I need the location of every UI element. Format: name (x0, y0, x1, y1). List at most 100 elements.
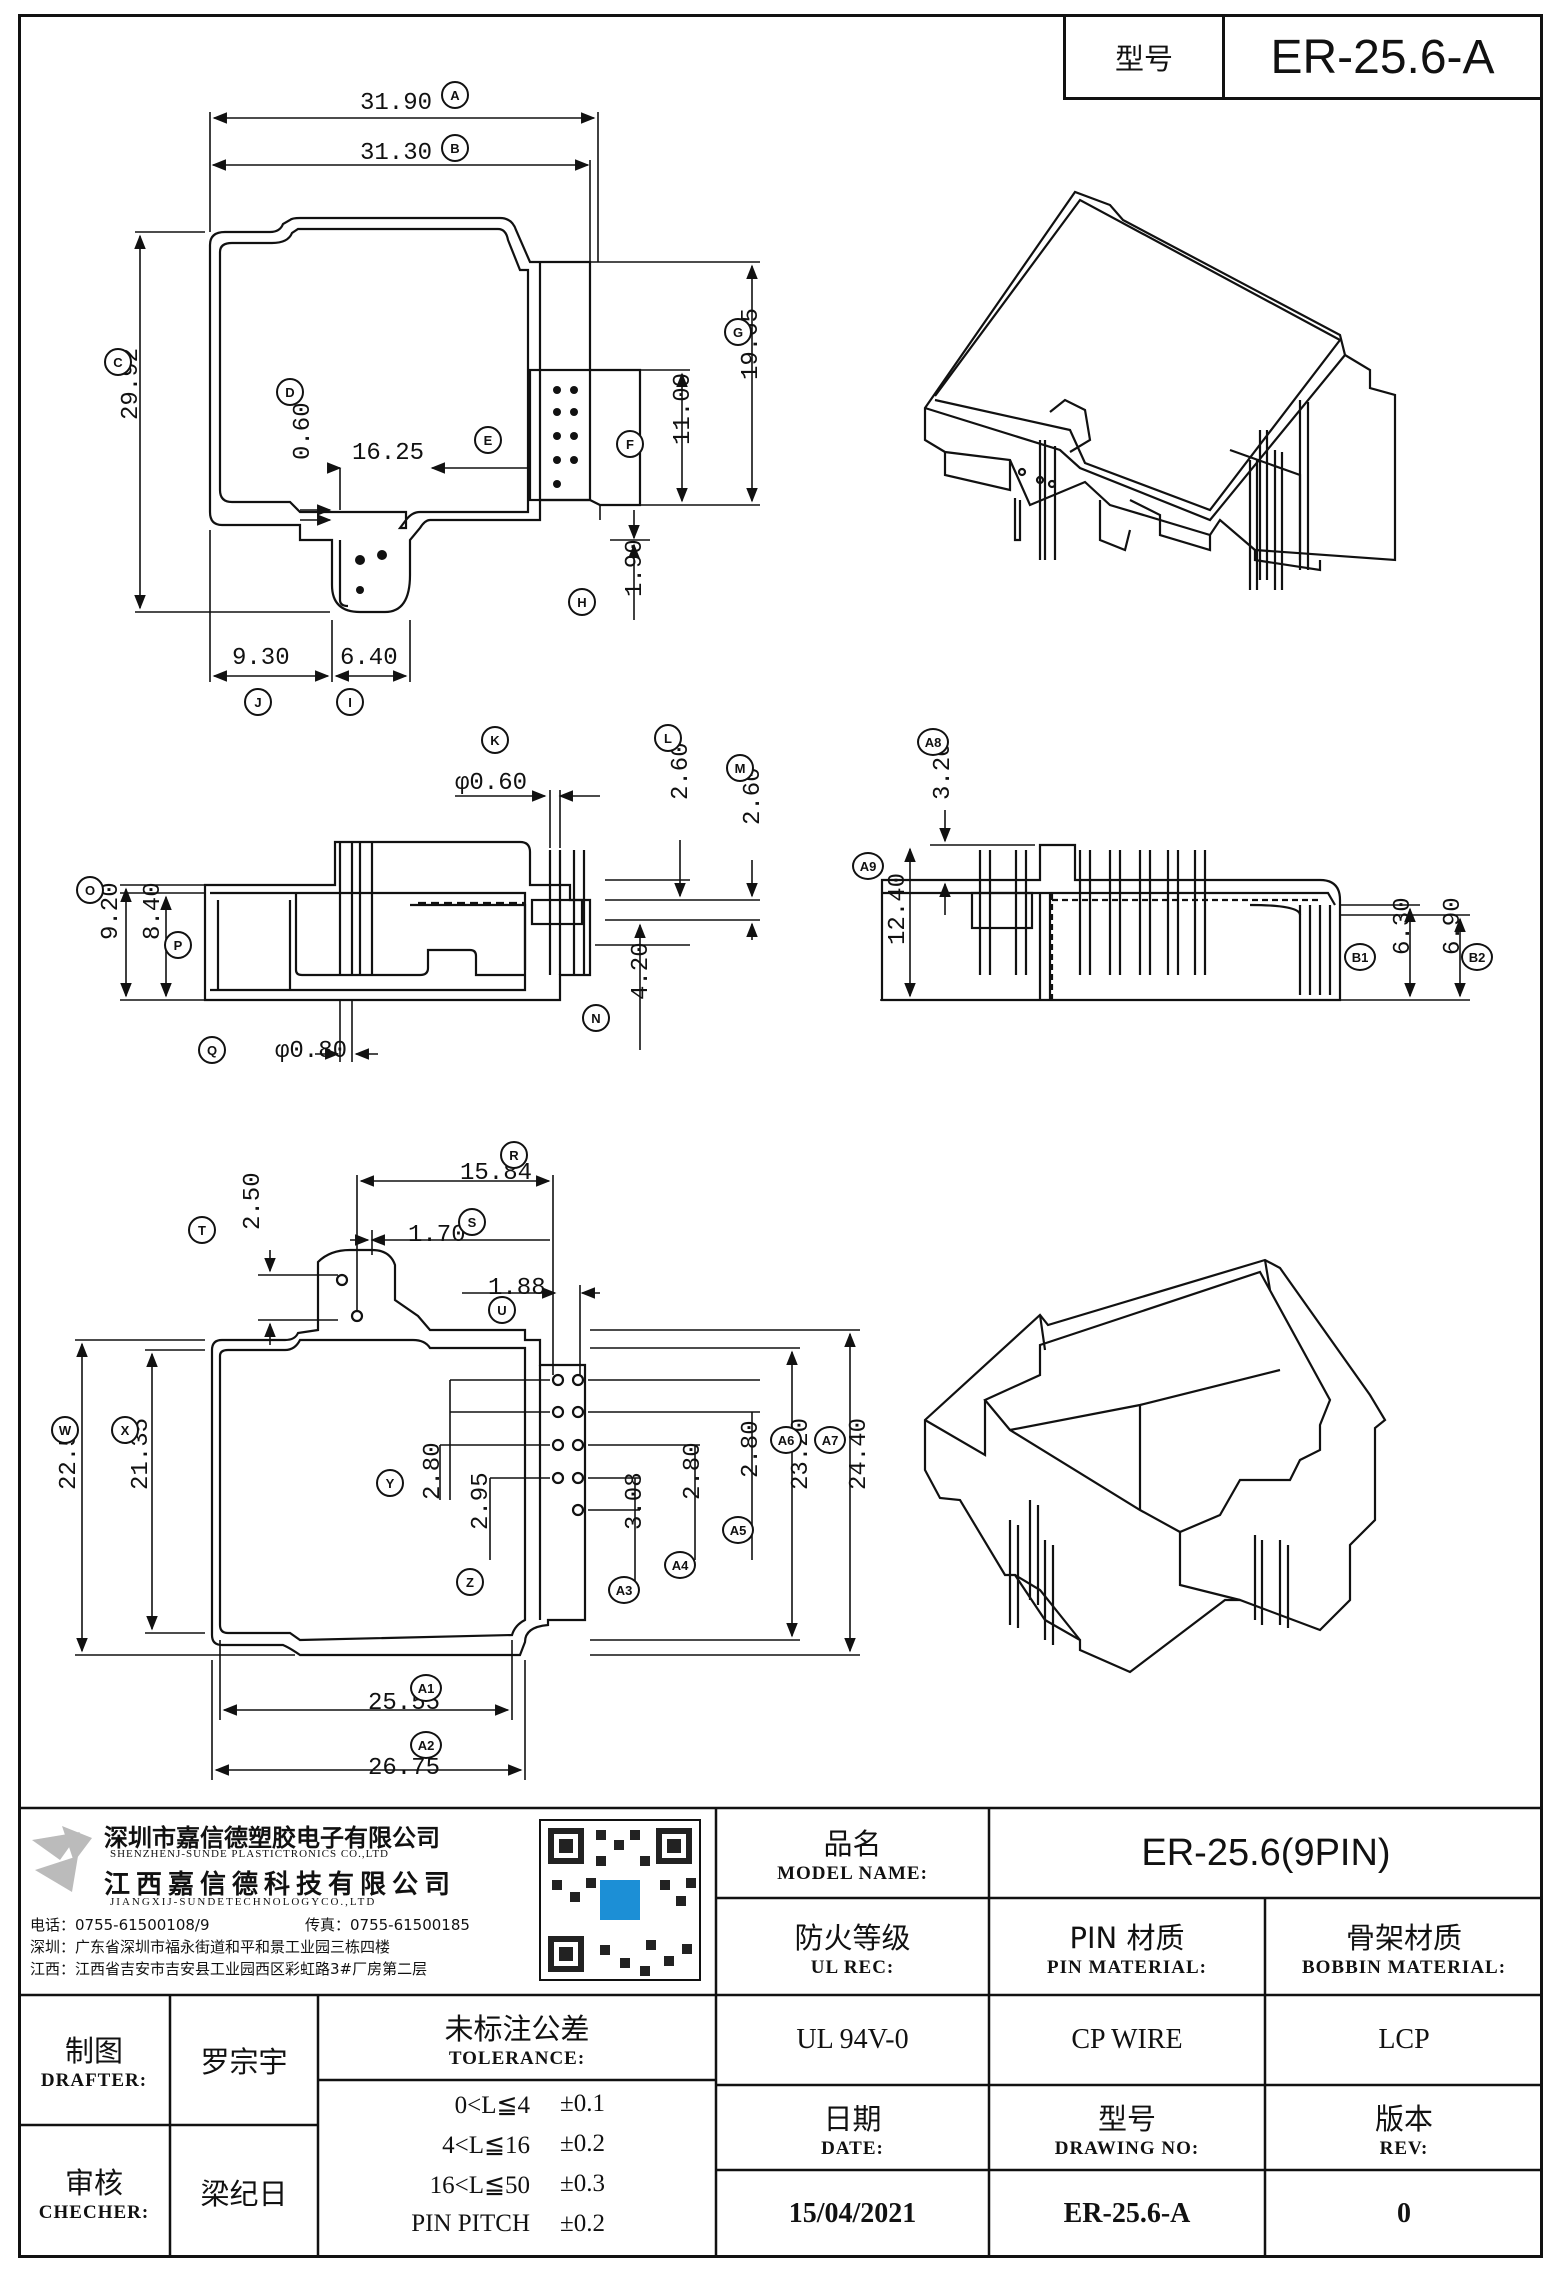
dimension-tag: H (568, 588, 596, 616)
dimension-tag: B2 (1461, 943, 1493, 971)
dimension-tag: M (726, 754, 754, 782)
dimension-tag: A1 (410, 1674, 442, 1702)
top-view-outline (208, 216, 642, 614)
dimension-tag: Z (456, 1568, 484, 1596)
dimension-value: 6.90 (1440, 897, 1467, 955)
dimension-value: 0.60 (290, 402, 317, 460)
bobbin-material-en: BOBBIN MATERIAL: (1301, 1956, 1507, 1978)
bottom-view-dims (75, 1175, 860, 1780)
tolerance-value: ±0.1 (560, 2090, 605, 2117)
dimension-tag: D (276, 378, 304, 406)
company-tel: 电话：0755-61500108/9 (30, 1916, 210, 1934)
dimension-value: 2.95 (468, 1472, 495, 1530)
dimension-value: φ0.60 (455, 770, 528, 797)
qr-code (539, 1819, 701, 1981)
dimension-tag: T (188, 1216, 216, 1244)
dimension-tag: U (488, 1296, 516, 1324)
pin-material-header: PIN 材质 PIN MATERIAL: (989, 1898, 1265, 1995)
dimension-value: 8.40 (140, 882, 167, 940)
bottom-view-outline (210, 1248, 587, 1657)
company-name-sz: 深圳市嘉信德塑胶电子有限公司 (104, 1824, 440, 1852)
tolerance-range: PIN PITCH (411, 2210, 530, 2237)
dimension-tag: G (724, 318, 752, 346)
drawing-no-header: 型号 DRAWING NO: (989, 2085, 1265, 2170)
bobbin-material-header: 骨架材质 BOBBIN MATERIAL: (1265, 1898, 1543, 1995)
tolerance-cn: 未标注公差 (444, 2011, 590, 2046)
checker-header: 审核 CHECHER: (18, 2125, 170, 2258)
dimension-value: 4.20 (628, 942, 655, 1000)
dimension-tag: B1 (1344, 943, 1376, 971)
dimension-tag: L (654, 724, 682, 752)
date-en: DATE: (821, 2137, 884, 2159)
drawing-no-value: ER-25.6-A (1063, 2198, 1191, 2229)
dimension-tag: E (474, 426, 502, 454)
dimension-tag: A6 (770, 1426, 802, 1454)
model-name-cn: 品名 (823, 1827, 882, 1861)
side-view-outline (203, 840, 592, 1002)
iso-view-bottom (923, 1258, 1387, 1674)
tolerance-header: 未标注公差 TOLERANCE: (318, 1995, 716, 2080)
dimension-tag: A9 (852, 852, 884, 880)
tolerance-range: 0<L≦4 (454, 2092, 530, 2119)
dimension-value: 2.50 (240, 1172, 267, 1230)
rev-header: 版本 REV: (1265, 2085, 1543, 2170)
dimension-tag: J (244, 688, 272, 716)
bobbin-material-value: LCP (1378, 2024, 1430, 2055)
date-cn: 日期 (823, 2101, 882, 2136)
top-view-pins (355, 386, 578, 594)
dimension-value: 6.40 (340, 645, 398, 672)
checker-cn: 审核 (64, 2165, 123, 2200)
company-address-sz: 深圳：广东省深圳市福永街道和平和景工业园三栋四楼 (30, 1938, 391, 1956)
dimension-tag: O (76, 876, 104, 904)
dimension-tag: C (104, 348, 132, 376)
drafter-header: 制图 DRAFTER: (18, 1995, 170, 2125)
dimension-value: 16.25 (352, 440, 425, 467)
ul-rec-en: UL REC: (810, 1956, 895, 1978)
drafter-name: 罗宗宇 (200, 2045, 288, 2079)
tolerance-range: 16<L≦50 (429, 2172, 530, 2199)
tolerance-value: ±0.3 (560, 2170, 605, 2197)
title-block-lines (18, 1806, 1543, 2258)
model-name-en: MODEL NAME: (777, 1863, 928, 1884)
dimension-tag: A8 (917, 728, 949, 756)
pin-material-en: PIN MATERIAL: (1047, 1956, 1207, 1978)
ul-rec-value: UL 94V-0 (796, 2024, 909, 2055)
dimension-tag: A (441, 81, 469, 109)
rev-value: 0 (1397, 2198, 1411, 2229)
dimension-tag: A4 (664, 1551, 696, 1579)
dimension-tag: A5 (722, 1516, 754, 1544)
ul-rec-header: 防火等级 UL REC: (716, 1898, 989, 1995)
dimension-tag: A3 (608, 1576, 640, 1604)
dimension-value: 12.40 (885, 872, 912, 945)
dimension-tag: I (336, 688, 364, 716)
side-view-pins (338, 842, 586, 975)
dimension-value: 1.90 (622, 539, 649, 597)
dimension-tag: X (111, 1416, 139, 1444)
company-name-jx-en: JIANGXIJ-SUNDETECHNOLOGYCO.,LTD (110, 1896, 377, 1908)
dimension-tag: N (582, 1004, 610, 1032)
end-view-dims (880, 810, 1470, 1001)
side-view-dims (120, 790, 760, 1062)
dimension-value: 2.80 (680, 1442, 707, 1500)
drafter-en: DRAFTER: (40, 2070, 148, 2091)
end-view-pins (978, 850, 1207, 975)
dimension-value: 11.00 (670, 372, 697, 445)
dimension-tag: W (51, 1416, 79, 1444)
pin-material-cn: PIN 材质 (1069, 1920, 1185, 1955)
dimension-tag: Y (376, 1469, 404, 1497)
dimension-value: 2.80 (420, 1442, 447, 1500)
rev-cn: 版本 (1374, 2101, 1433, 2136)
company-name-jx: 江西嘉信德科技有限公司 (104, 1870, 457, 1900)
company-fax: 传真：0755-61500185 (305, 1916, 470, 1934)
checker-name: 梁纪日 (200, 2176, 288, 2211)
tolerance-en: TOLERANCE: (448, 2047, 586, 2069)
dimension-value: 31.30 (360, 140, 433, 167)
dimension-tag: K (481, 726, 509, 754)
date-header: 日期 DATE: (716, 2085, 989, 2170)
dimension-tag: A7 (814, 1426, 846, 1454)
top-view-dims (134, 112, 760, 682)
model-name-header: 品名 MODEL NAME: (716, 1808, 989, 1898)
checker-en: CHECHER: (38, 2201, 150, 2223)
tolerance-value: ±0.2 (560, 2210, 605, 2237)
